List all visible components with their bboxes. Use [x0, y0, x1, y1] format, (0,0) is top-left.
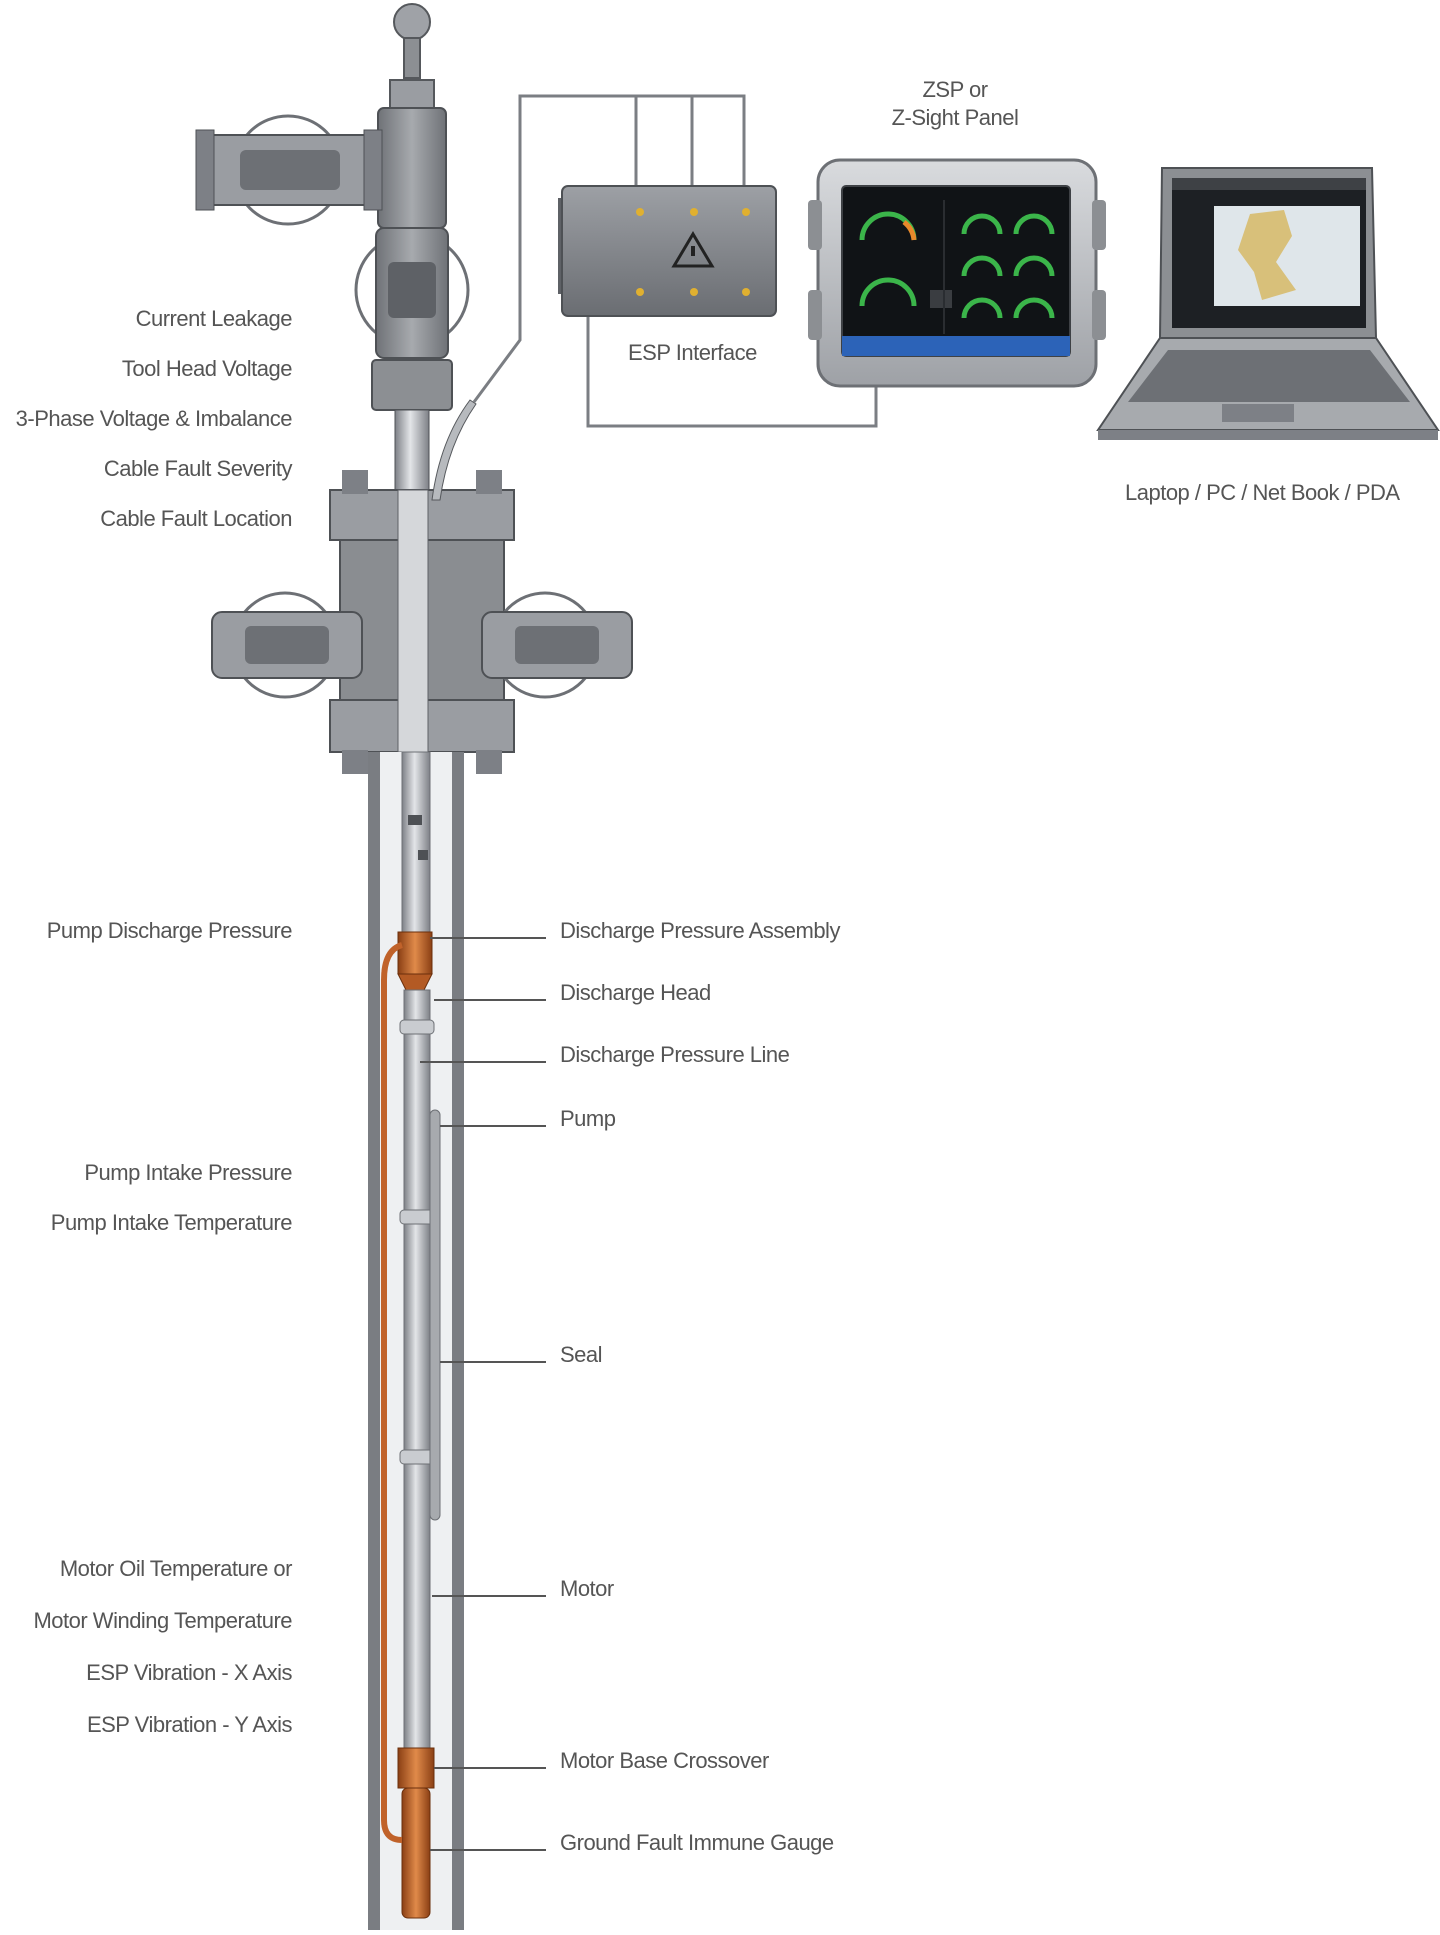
label-pump: Pump — [560, 1106, 616, 1131]
label-discharge-pressure-line: Discharge Pressure Line — [560, 1042, 790, 1067]
label-discharge-head: Discharge Head — [560, 980, 711, 1005]
label-discharge-pressure-assembly: Discharge Pressure Assembly — [560, 918, 840, 943]
label-pump-intake-pressure: Pump Intake Pressure — [84, 1160, 292, 1185]
esp-interface-box — [558, 185, 777, 317]
label-3-phase-voltage: 3-Phase Voltage & Imbalance — [15, 406, 293, 431]
label-cable-fault-severity: Cable Fault Severity — [103, 456, 293, 481]
label-z-sight-panel: ZSP or Z-Sight Panel — [880, 76, 1030, 132]
label-laptop: Laptop / PC / Net Book / PDA — [1125, 480, 1400, 505]
label-esp-vibration-y: ESP Vibration - Y Axis — [86, 1712, 293, 1737]
label-motor-oil-temperature: Motor Oil Temperature or — [59, 1556, 293, 1581]
label-seal: Seal — [560, 1342, 603, 1367]
label-motor-winding-temperature: Motor Winding Temperature — [33, 1608, 292, 1633]
z-sight-panel — [808, 158, 1106, 388]
surface-cabling — [472, 94, 878, 428]
label-motor: Motor — [560, 1576, 614, 1601]
wellhead — [195, 3, 633, 774]
panel-title-line-2: Z-Sight Panel — [891, 105, 1019, 130]
label-esp-vibration-x: ESP Vibration - X Axis — [86, 1660, 292, 1685]
label-pump-intake-temperature: Pump Intake Temperature — [50, 1210, 293, 1235]
leader-lines — [420, 937, 546, 1851]
label-esp-interface: ESP Interface — [628, 340, 757, 365]
laptop — [1096, 167, 1440, 440]
label-tool-head-voltage: Tool Head Voltage — [121, 356, 293, 381]
label-ground-fault-immune-gauge: Ground Fault Immune Gauge — [560, 1830, 834, 1855]
label-pump-discharge-pressure: Pump Discharge Pressure — [46, 918, 293, 943]
label-motor-base-crossover: Motor Base Crossover — [560, 1748, 769, 1773]
downhole-string — [368, 751, 464, 1930]
label-cable-fault-location: Cable Fault Location — [100, 506, 292, 531]
label-current-leakage: Current Leakage — [135, 306, 293, 331]
panel-title-line-1: ZSP or — [922, 77, 988, 102]
